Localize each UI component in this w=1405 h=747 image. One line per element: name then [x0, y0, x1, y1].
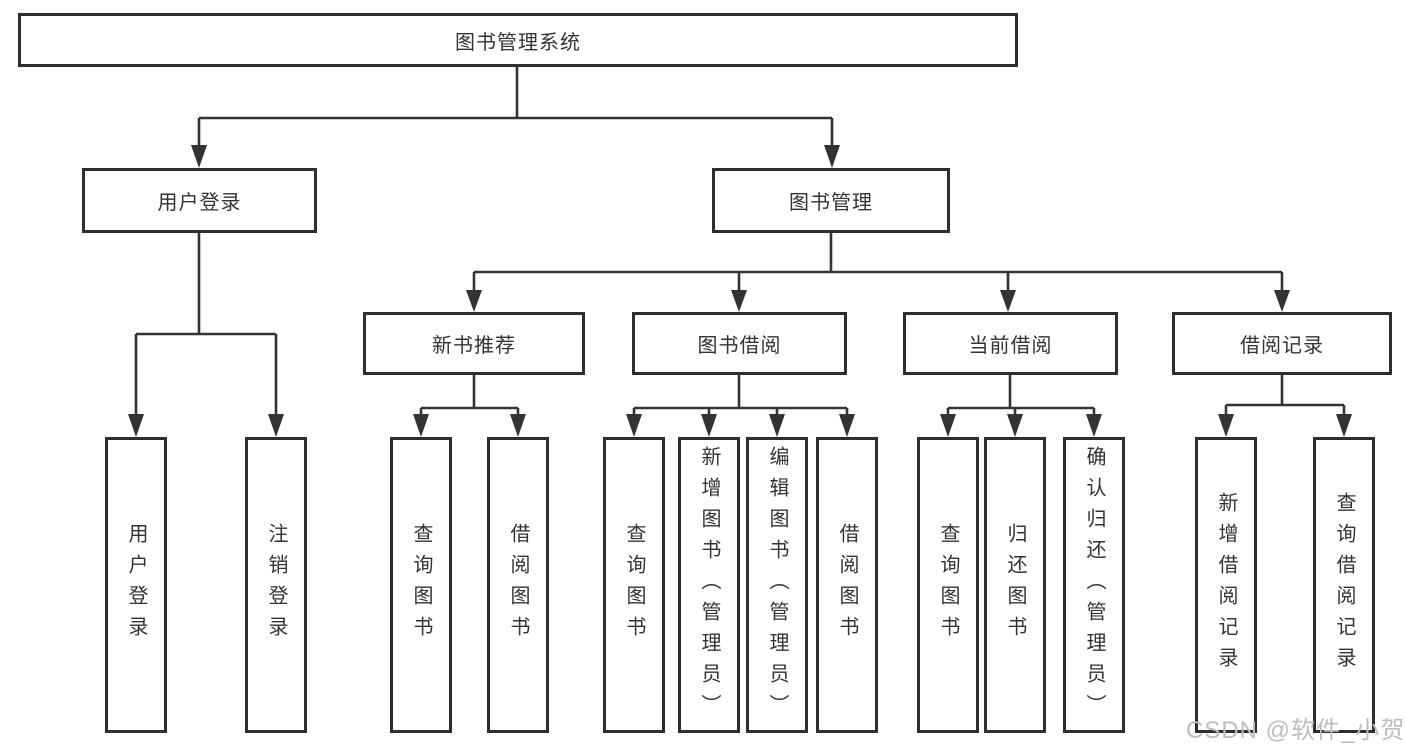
leaf-query-books-borrow: 查询图书 — [603, 437, 665, 733]
leaf-query-books-borrow-label: 查询图书 — [623, 523, 645, 647]
leaf-query-books-recommend: 查询图书 — [390, 437, 452, 733]
connector-borrow-records — [1224, 375, 1346, 416]
connector-user-login — [134, 233, 278, 416]
leaf-edit-books-admin: 编辑图书（管理员） — [746, 437, 808, 733]
leaf-add-borrow-record: 新增借阅记录 — [1195, 437, 1257, 733]
connector-book-borrow — [632, 375, 849, 416]
leaf-borrow-books: 借阅图书 — [816, 437, 878, 733]
leaf-add-books-admin-label: 新增图书（管理员） — [698, 445, 720, 725]
leaf-borrow-books-recommend-label: 借阅图书 — [507, 523, 529, 647]
leaf-query-books-recommend-label: 查询图书 — [410, 523, 432, 647]
node-book-borrow: 图书借阅 — [632, 312, 847, 375]
leaf-add-borrow-record-label: 新增借阅记录 — [1215, 492, 1237, 678]
arrowheads — [128, 145, 1352, 437]
leaf-query-books-current-label: 查询图书 — [937, 523, 959, 647]
leaf-user-login-label: 用户登录 — [125, 523, 147, 647]
node-new-book-recommend: 新书推荐 — [363, 312, 585, 375]
leaf-return-books: 归还图书 — [984, 437, 1046, 733]
leaf-borrow-books-label: 借阅图书 — [836, 523, 858, 647]
leaf-add-books-admin: 新增图书（管理员） — [678, 437, 740, 733]
connector-book-management — [472, 233, 1284, 292]
leaf-logout: 注销登录 — [245, 437, 307, 733]
leaf-query-borrow-record: 查询借阅记录 — [1313, 437, 1375, 733]
node-library-system: 图书管理系统 — [18, 13, 1018, 67]
leaf-return-books-label: 归还图书 — [1004, 523, 1026, 647]
leaf-edit-books-admin-label: 编辑图书（管理员） — [766, 445, 788, 725]
leaf-confirm-return-admin: 确认归还（管理员） — [1063, 437, 1125, 733]
csdn-watermark: CSDN @软件_小贺同学 — [1186, 717, 1405, 744]
leaf-borrow-books-recommend: 借阅图书 — [487, 437, 549, 733]
node-book-management: 图书管理 — [712, 168, 950, 233]
connector-root — [197, 67, 834, 147]
connector-current-borrow — [946, 375, 1096, 416]
node-user-login: 用户登录 — [82, 168, 317, 233]
leaf-logout-label: 注销登录 — [265, 523, 287, 647]
node-user-login-label: 用户登录 — [157, 192, 242, 214]
node-current-borrow-label: 当前借阅 — [968, 335, 1053, 357]
node-current-borrow: 当前借阅 — [903, 312, 1118, 375]
node-borrow-records-label: 借阅记录 — [1240, 335, 1324, 357]
node-new-book-recommend-label: 新书推荐 — [432, 335, 516, 357]
node-borrow-records: 借阅记录 — [1172, 312, 1392, 375]
leaf-confirm-return-admin-label: 确认归还（管理员） — [1083, 445, 1105, 725]
node-book-management-label: 图书管理 — [789, 192, 873, 214]
connector-new-book-recommend — [419, 375, 520, 416]
leaf-query-borrow-record-label: 查询借阅记录 — [1333, 492, 1355, 678]
node-book-borrow-label: 图书借阅 — [697, 335, 782, 357]
node-library-system-label: 图书管理系统 — [455, 31, 581, 54]
leaf-query-books-current: 查询图书 — [917, 437, 979, 733]
leaf-user-login: 用户登录 — [105, 437, 167, 733]
